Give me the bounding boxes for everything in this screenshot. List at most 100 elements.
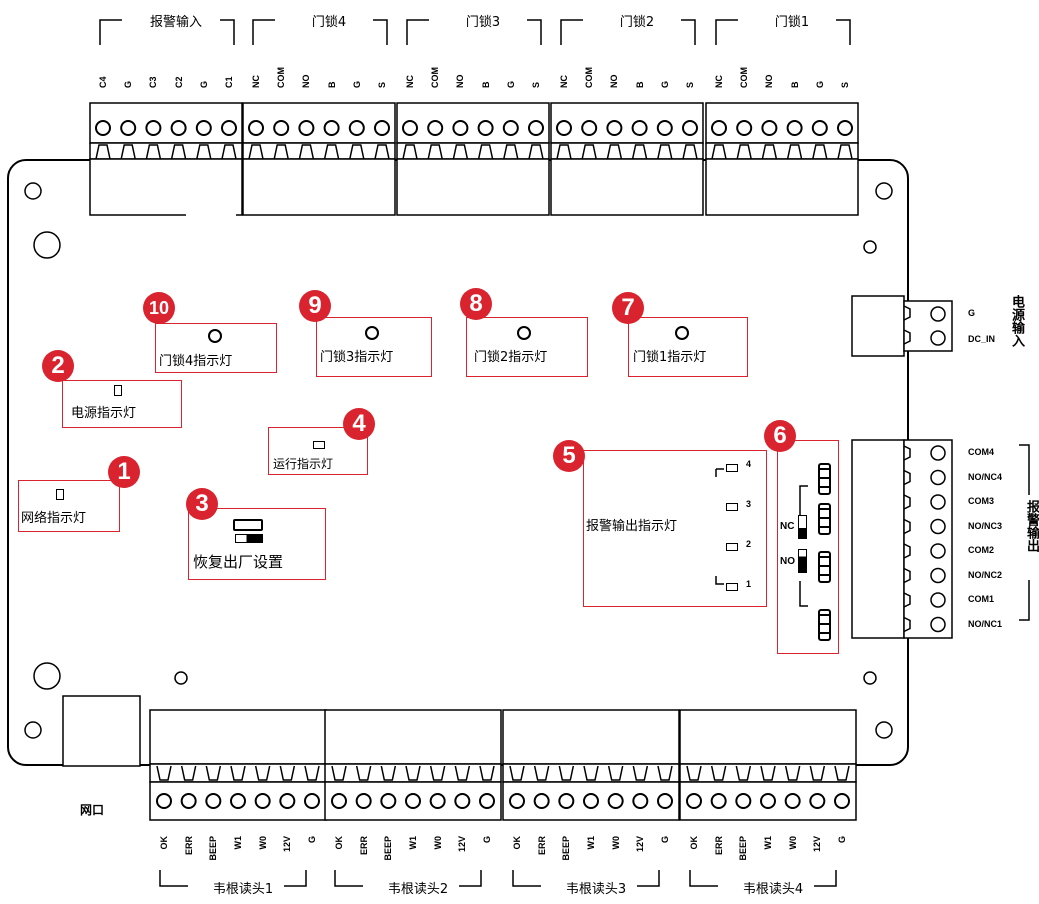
screw-terminal: [170, 120, 187, 136]
bottom-pin-label: 12V: [282, 836, 293, 853]
bottom-pin-label: W1: [586, 836, 596, 850]
screw-terminal: [834, 793, 850, 809]
callout-box-1: 网络指示灯: [18, 480, 120, 532]
alarm-output-pin-label: COM1: [968, 594, 995, 604]
bottom-pin-label: BEEP: [561, 836, 572, 861]
bottom-pin-label: W0: [257, 836, 268, 850]
led-chip-icon: [313, 441, 325, 449]
screw-terminal: [686, 793, 702, 809]
network-port: [62, 695, 141, 767]
alarm-led-1-label: 1: [746, 579, 752, 589]
screw-terminal: [180, 793, 197, 809]
top-group-title: 门锁2: [619, 15, 655, 30]
top-pin-label: B: [789, 81, 800, 89]
screw-terminal: [735, 793, 752, 809]
nc-label: NC: [780, 521, 795, 532]
bottom-pin-label: W0: [610, 836, 621, 850]
top-pin-label: NO: [609, 74, 620, 89]
bottom-group-title: 韦根读头2: [387, 882, 449, 897]
top-pin-label: B: [326, 81, 337, 89]
bottom-pin-label: BEEP: [383, 836, 394, 861]
screw-terminal: [528, 120, 544, 136]
bottom-terminal-block: [324, 709, 502, 765]
callout-box-9: 门锁3指示灯: [316, 317, 432, 377]
badge-1: 1: [108, 456, 140, 488]
screw-terminal: [607, 793, 624, 809]
alarm-led-bracket: [715, 468, 724, 585]
top-terminal-block: [550, 102, 704, 144]
screw-terminal: [930, 592, 946, 608]
alarm-output-pin-label: COM4: [968, 447, 995, 457]
badge-2: 2: [42, 350, 74, 382]
top-terminal-block: [396, 102, 550, 144]
screw-terminal: [304, 793, 320, 809]
bottom-pin-label: OK: [512, 836, 522, 850]
screw-terminal: [502, 120, 519, 136]
alarm-output-pin-label: NO/NC3: [968, 520, 1003, 531]
bottom-pin-label: 12V: [457, 836, 468, 853]
badge-5: 5: [553, 440, 585, 472]
nc-jumper-icon: [798, 515, 807, 539]
jumper-cap-icon: [235, 534, 263, 543]
screw-terminal: [930, 567, 946, 584]
screw-terminal: [930, 616, 946, 633]
screw-terminal: [930, 469, 946, 486]
led-icon: [365, 326, 379, 340]
screw-terminal: [380, 793, 397, 809]
factory-reset-label: 恢复出厂设置: [193, 553, 284, 571]
top-pin-label: NC: [251, 75, 261, 88]
screw-terminal: [452, 120, 469, 136]
alarm-led-3-label: 3: [746, 499, 752, 509]
screw-terminal: [205, 793, 222, 809]
screw-terminal: [736, 120, 753, 136]
top-pin-label: NO: [301, 74, 312, 89]
screw-terminal: [221, 120, 237, 136]
top-pin-label: COM: [430, 67, 441, 88]
top-pin-label: C3: [148, 76, 159, 88]
bottom-pin-label: BEEP: [738, 836, 749, 861]
screw-terminal: [533, 793, 550, 809]
led-icon: [208, 329, 222, 343]
screw-terminal: [632, 793, 649, 809]
alarm-output-pin-label: COM2: [968, 545, 995, 555]
bottom-pin-label: G: [307, 836, 317, 844]
bottom-pin-label: OK: [689, 836, 699, 850]
bottom-pin-label: W1: [763, 836, 773, 850]
top-pin-label: S: [685, 81, 695, 88]
top-pin-label: G: [505, 80, 516, 88]
alarm-output-pin-label: COM3: [968, 496, 995, 506]
door-lock-1-indicator-label: 门锁1指示灯: [633, 350, 707, 365]
screw-terminal: [930, 543, 946, 559]
screw-terminal: [809, 793, 826, 809]
screw-terminal: [784, 793, 801, 809]
screw-terminal: [837, 120, 853, 136]
power-connector-body: [851, 295, 905, 357]
screw-terminal: [509, 793, 525, 809]
top-pin-label: G: [659, 80, 670, 88]
callout-box-2: 电源指示灯: [62, 380, 182, 428]
screw-terminal: [656, 120, 673, 136]
led-icon: [517, 326, 531, 340]
mount-hole: [24, 182, 42, 200]
mount-hole: [33, 231, 61, 259]
screw-terminal: [786, 120, 803, 136]
callout-box-3: 恢复出厂设置: [188, 508, 326, 580]
jumper-header-icon: [233, 519, 263, 531]
bottom-group-title: 韦根读头4: [742, 882, 804, 897]
screw-terminal: [355, 793, 372, 809]
top-pin-label: NO: [455, 74, 466, 89]
network-port-label: 网口: [80, 803, 105, 817]
power-input-title: 电源输入: [1009, 295, 1024, 347]
screw-terminal: [427, 120, 444, 136]
screw-terminal: [811, 120, 828, 136]
top-pin-label: C4: [98, 76, 108, 88]
top-terminal-block: [242, 102, 396, 144]
screw-terminal: [657, 793, 673, 809]
jumper-header-icon: [818, 463, 831, 495]
screw-terminal: [454, 793, 471, 809]
mount-hole: [863, 671, 877, 685]
led-chip-icon: [726, 583, 738, 591]
screw-terminal: [402, 120, 418, 136]
top-pin-label: G: [351, 80, 362, 88]
screw-terminal: [760, 793, 776, 809]
